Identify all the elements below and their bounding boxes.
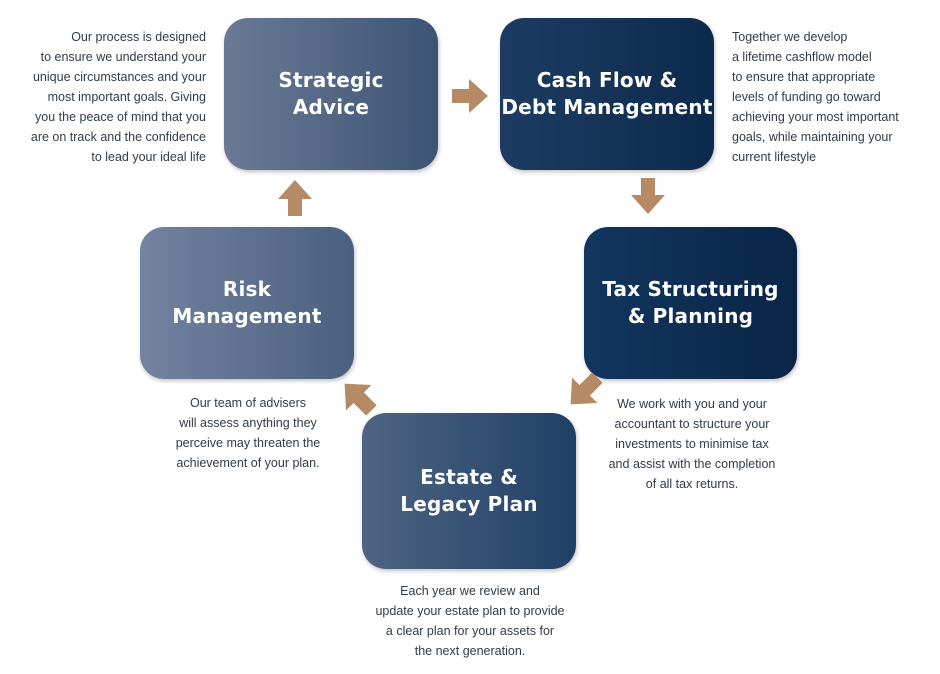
description-line: to ensure we understand your [40,50,206,64]
step-title-line: Legacy Plan [400,492,538,516]
description-line: the next generation. [414,644,526,658]
description-line: Together we develop [732,30,848,44]
description-line: you the peace of mind that you [35,110,206,124]
step-title-line: Estate & [420,465,518,489]
arrow-up-left-icon [344,383,377,416]
description-strategic-advice: Our process is designed to ensure we und… [20,27,206,167]
description-line: We work with you and your [617,397,767,411]
description-line: achievement of your plan. [176,456,320,470]
description-line: levels of funding go toward [732,90,881,104]
description-estate-legacy: Each year we review and update your esta… [354,581,586,661]
description-line: investments to minimise tax [615,437,769,451]
description-tax-structuring: We work with you and your accountant to … [594,394,790,494]
description-line: update your estate plan to provide [375,604,565,618]
step-title-line: Management [172,304,322,328]
description-line: Our process is designed [71,30,206,44]
step-box-tax-structuring-planning: Tax Structuring & Planning [584,227,797,379]
description-line: achieving your most important [732,110,899,124]
arrow-up-icon [278,180,312,216]
description-line: to ensure that appropriate [732,70,876,84]
description-risk-management: Our team of advisers will assess anythin… [160,393,336,473]
step-title-line: Strategic [278,68,384,92]
description-line: are on track and the confidence [30,130,206,144]
step-title-line: Cash Flow & [536,68,678,92]
step-box-strategic-advice: Strategic Advice [224,18,438,170]
description-line: perceive may threaten the [175,436,321,450]
description-line: accountant to structure your [614,417,770,431]
description-line: goals, while maintaining your [732,130,893,144]
description-line: a clear plan for your assets for [385,624,555,638]
description-line: a lifetime cashflow model [732,50,872,64]
step-title-line: Tax Structuring [602,277,779,301]
description-line: of all tax returns. [645,477,739,491]
step-title-line: Risk [222,277,272,301]
step-title-line: Advice [292,95,370,119]
description-line: and assist with the completion [608,457,776,471]
step-box-estate-legacy-plan: Estate & Legacy Plan [362,413,576,569]
description-line: Each year we review and [400,584,540,598]
description-cash-flow: Together we develop a lifetime cashflow … [732,27,932,167]
arrow-right-icon [452,79,488,113]
arrow-down-left-icon [570,372,603,405]
description-line: current lifestyle [732,150,817,164]
description-line: most important goals. Giving [47,90,206,104]
step-box-cash-flow-debt-management: Cash Flow & Debt Management [500,18,714,170]
description-line: unique circumstances and your [32,70,206,84]
step-title-line: Debt Management [501,95,713,119]
step-title-line: & Planning [627,304,754,328]
step-box-risk-management: Risk Management [140,227,354,379]
arrow-down-icon [631,178,665,214]
description-line: Our team of advisers [189,396,306,410]
description-line: will assess anything they [179,416,317,430]
description-line: to lead your ideal life [91,150,206,164]
